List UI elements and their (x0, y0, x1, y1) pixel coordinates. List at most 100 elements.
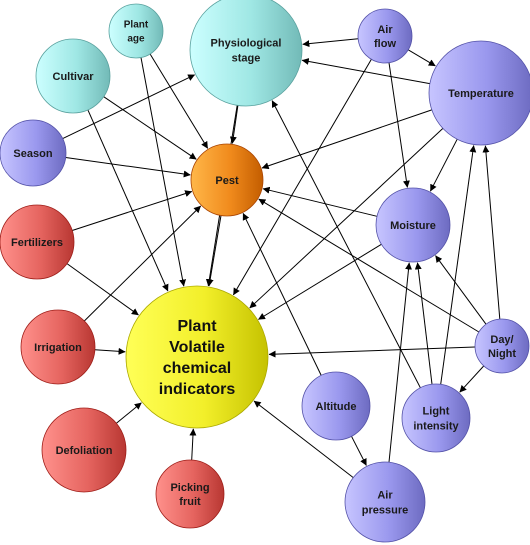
node-physiological-stage: Physiological stage (189, 0, 303, 107)
node-pest: Pest (190, 143, 264, 217)
node-circle-fertilizers (0, 204, 75, 280)
node-circle-light-intensity (401, 383, 471, 453)
node-label-plant-age-line-2: age (127, 34, 145, 45)
edge-light-intensity-to-physiological-stage (271, 100, 421, 389)
node-circle-physiological-stage (189, 0, 303, 107)
edge-day-night-to-light-intensity (459, 365, 485, 393)
edge-air-pressure-to-plant-volatile (253, 400, 354, 478)
node-label-physiological-stage-line-1: Physiological (211, 37, 282, 49)
edge-irrigation-to-pest (83, 205, 202, 322)
edge-cultivar-to-pest (103, 96, 197, 160)
node-circle-season (0, 119, 67, 187)
node-label-plant-volatile-line-3: chemical (163, 360, 231, 377)
node-circle-picking-fruit (155, 459, 225, 529)
edge-fertilizers-to-plant-volatile (66, 263, 139, 316)
edge-physiological-stage-to-pest (229, 105, 239, 144)
node-label-day-night-line-2: Night (488, 348, 516, 360)
node-day-night: Day/Night (474, 318, 530, 374)
node-label-picking-fruit-line-1: Picking (170, 482, 209, 494)
node-label-day-night-line-1: Day/ (490, 334, 513, 346)
edge-day-night-to-pest (258, 198, 480, 333)
edge-temperature-to-plant-volatile (249, 128, 444, 309)
node-light-intensity: Light intensity (401, 383, 471, 453)
node-circle-temperature (428, 40, 530, 146)
node-air-pressure: Air pressure (344, 461, 426, 543)
edge-air-flow-to-temperature (407, 49, 436, 67)
node-picking-fruit: Picking fruit (155, 459, 225, 529)
node-temperature: Temperature (428, 40, 530, 146)
node-fertilizers: Fertilizers (0, 204, 75, 280)
node-circle-defoliation (41, 407, 127, 493)
edge-air-flow-to-plant-volatile (232, 59, 372, 296)
node-circle-altitude (301, 371, 371, 441)
node-irrigation: Irrigation (20, 309, 96, 385)
node-circle-plant-age (108, 3, 164, 59)
node-circle-pest (190, 143, 264, 217)
node-cultivar: Cultivar (35, 38, 111, 114)
node-circle-air-pressure (344, 461, 426, 543)
node-label-air-pressure-line-2: pressure (362, 504, 408, 516)
edge-air-flow-to-moisture (388, 62, 410, 188)
edge-season-to-physiological-stage (62, 74, 196, 140)
edge-temperature-to-moisture (429, 138, 458, 192)
node-circle-air-flow (357, 8, 413, 64)
edges-layer (62, 38, 501, 478)
edge-day-night-to-plant-volatile (268, 346, 476, 358)
node-label-fertilizers-line-1: Fertilizers (11, 237, 63, 249)
edge-irrigation-to-plant-volatile (94, 347, 126, 355)
edge-picking-fruit-to-plant-volatile (189, 428, 197, 461)
edge-air-flow-to-physiological-stage (302, 38, 359, 48)
edge-defoliation-to-plant-volatile (116, 402, 142, 424)
node-label-air-pressure-line-1: Air (377, 489, 393, 501)
node-defoliation: Defoliation (41, 407, 127, 493)
edge-plant-age-to-pest (149, 53, 209, 149)
edge-plant-age-to-plant-volatile (140, 57, 187, 287)
node-label-cultivar-line-1: Cultivar (53, 71, 95, 83)
node-season: Season (0, 119, 67, 187)
node-label-plant-age-line-1: Plant (124, 20, 149, 31)
node-circle-day-night (474, 318, 530, 374)
node-moisture: Moisture (375, 187, 451, 263)
edge-cultivar-to-plant-volatile (87, 109, 169, 292)
edge-moisture-to-plant-volatile (258, 243, 382, 320)
node-label-pest-line-1: Pest (215, 175, 239, 187)
edge-season-to-pest (65, 157, 191, 178)
edge-light-intensity-to-temperature (440, 145, 477, 385)
node-label-light-intensity-line-1: Light (423, 405, 450, 417)
node-label-air-flow-line-1: Air (377, 24, 393, 36)
node-label-light-intensity-line-2: intensity (413, 420, 459, 432)
edge-altitude-to-air-pressure (351, 436, 367, 466)
edge-fertilizers-to-pest (72, 190, 193, 231)
edge-day-night-to-temperature (482, 145, 501, 320)
edge-moisture-to-pest (262, 186, 378, 217)
edge-pest-to-plant-volatile (206, 215, 222, 287)
node-altitude: Altitude (301, 371, 371, 441)
node-label-temperature-line-1: Temperature (448, 88, 514, 100)
node-circle-moisture (375, 187, 451, 263)
edge-temperature-to-pest (261, 109, 432, 170)
node-label-irrigation-line-1: Irrigation (34, 342, 82, 354)
node-label-physiological-stage-line-2: stage (232, 52, 261, 64)
node-circle-cultivar (35, 38, 111, 114)
edge-altitude-to-pest (242, 212, 322, 376)
node-label-season-line-1: Season (13, 148, 52, 160)
node-label-plant-volatile-line-4: indicators (159, 381, 236, 398)
node-circle-irrigation (20, 309, 96, 385)
edge-temperature-to-physiological-stage (301, 58, 430, 85)
edge-air-pressure-to-moisture (388, 262, 413, 463)
edge-day-night-to-moisture (435, 255, 487, 325)
node-circle-plant-volatile (125, 285, 269, 429)
node-label-air-flow-line-2: flow (374, 38, 396, 50)
node-label-altitude-line-1: Altitude (316, 401, 357, 413)
node-plant-age: Plant age (108, 3, 164, 59)
node-label-plant-volatile-line-2: Volatile (169, 339, 225, 356)
node-air-flow: Air flow (357, 8, 413, 64)
node-label-defoliation-line-1: Defoliation (56, 445, 113, 457)
node-label-picking-fruit-line-2: fruit (179, 496, 201, 508)
node-label-moisture-line-1: Moisture (390, 220, 436, 232)
node-label-plant-volatile-line-1: Plant (177, 318, 217, 335)
